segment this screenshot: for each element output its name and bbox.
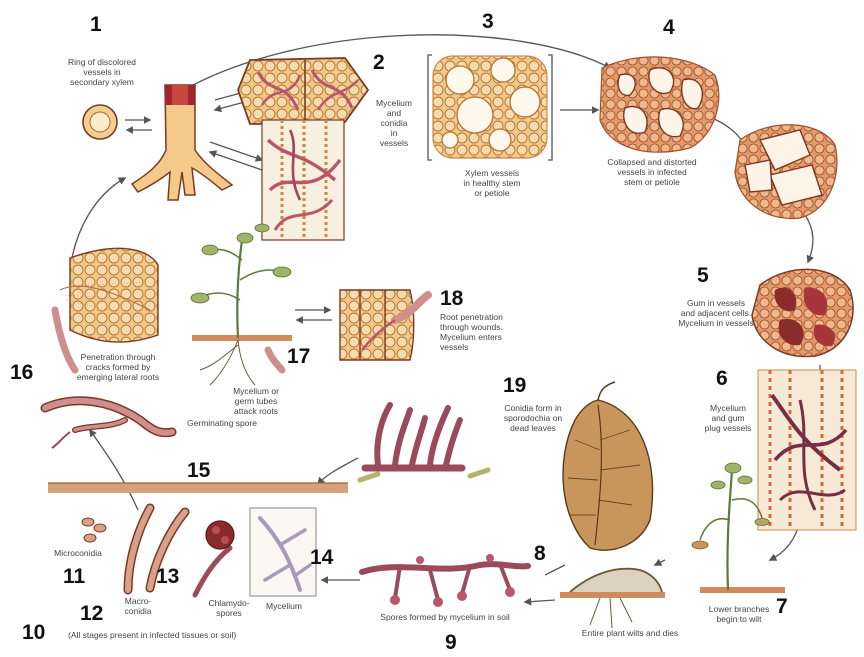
collapsed-vessels-detail bbox=[735, 125, 837, 219]
conidia-sporodochia bbox=[360, 405, 488, 480]
stage-number-3: 3 bbox=[482, 11, 494, 32]
caption-mycelium-conidia: Mycelium and conidia in vessels bbox=[366, 98, 422, 148]
stem-section bbox=[83, 85, 232, 200]
arrow-entire-to-9 bbox=[525, 600, 555, 602]
stage-number-16: 16 bbox=[10, 362, 33, 383]
caption-lower-branches: Lower branches begin to wilt bbox=[694, 604, 784, 624]
stage-number-4: 4 bbox=[663, 17, 675, 38]
plant-attacked-roots bbox=[191, 224, 292, 385]
caption-gum-in-vessels: Gum in vessels and adjacent cells. Mycel… bbox=[656, 298, 776, 328]
germinating-spore bbox=[45, 401, 172, 448]
caption-root-penetration: Root penetration through wounds. Myceliu… bbox=[440, 312, 540, 352]
stage-number-2: 2 bbox=[373, 52, 385, 73]
caption-conidia-sporodochia: Conidia form in sporodochia on dead leav… bbox=[488, 403, 578, 433]
stage-number-18: 18 bbox=[440, 288, 463, 309]
healthy-xylem-section bbox=[428, 55, 552, 160]
arrow-to-8 bbox=[545, 565, 565, 575]
stage-number-13: 13 bbox=[156, 566, 179, 587]
soil-surface bbox=[48, 483, 348, 493]
caption-mycelium: Mycelium bbox=[256, 601, 312, 611]
caption-germinating-spore: Germinating spore bbox=[172, 418, 272, 428]
stage-number-6: 6 bbox=[716, 368, 728, 389]
mycelium-gum-plug bbox=[758, 370, 856, 530]
caption-entire-plant-wilts: Entire plant wilts and dies bbox=[560, 628, 700, 638]
caption-penetration-cracks: Penetration through cracks formed by eme… bbox=[58, 352, 178, 382]
caption-macroconidia: Macro- conidia bbox=[112, 596, 164, 616]
stage-number-5: 5 bbox=[697, 265, 709, 286]
caption-all-stages: (All stages present in infected tissues … bbox=[68, 630, 308, 640]
stage-number-17: 17 bbox=[287, 346, 310, 367]
stage-number-15: 15 bbox=[187, 460, 210, 481]
dead-plant bbox=[560, 569, 665, 628]
caption-mycelium-gum: Mycelium and gum plug vessels bbox=[692, 403, 764, 433]
caption-microconidia: Microconidia bbox=[38, 548, 118, 558]
caption-ring-discolored-vessels: Ring of discolored vessels in secondary … bbox=[52, 57, 152, 87]
spores-in-soil bbox=[362, 554, 528, 607]
vessels-with-mycelium-top bbox=[238, 58, 368, 124]
stage-number-10: 10 bbox=[22, 622, 45, 643]
arrow-2b-to-1 bbox=[210, 152, 262, 170]
arrow-1-to-2b bbox=[210, 142, 262, 160]
caption-xylem-healthy: Xylem vessels in healthy stem or petiole bbox=[440, 168, 544, 198]
stage-number-14: 14 bbox=[310, 547, 333, 568]
arrow-4b-to-5 bbox=[805, 215, 813, 262]
arrow-19-to-15 bbox=[318, 458, 358, 484]
mycelium-box bbox=[250, 508, 316, 596]
stage-number-9: 9 bbox=[445, 632, 457, 653]
caption-spores-in-soil: Spores formed by mycelium in soil bbox=[360, 612, 530, 622]
arrow-7-to-entire bbox=[655, 560, 665, 565]
stage-number-12: 12 bbox=[80, 603, 103, 624]
caption-chlamydospores: Chlamydo- spores bbox=[196, 598, 262, 618]
stage-number-1: 1 bbox=[90, 14, 102, 35]
stage-number-19: 19 bbox=[503, 375, 526, 396]
stage-number-11: 11 bbox=[63, 566, 85, 587]
collapsed-vessels-section bbox=[600, 57, 719, 152]
microconidia bbox=[82, 518, 106, 542]
stage-number-8: 8 bbox=[534, 543, 546, 564]
vessels-with-mycelium-bottom bbox=[262, 120, 344, 240]
root-penetration bbox=[340, 290, 428, 360]
caption-collapsed-vessels: Collapsed and distorted vessels in infec… bbox=[582, 157, 722, 187]
chlamydospores bbox=[195, 521, 234, 595]
arrow-10-to-16 bbox=[90, 430, 138, 510]
caption-mycelium-germ-tubes: Mycelium or germ tubes attack roots bbox=[216, 386, 296, 416]
